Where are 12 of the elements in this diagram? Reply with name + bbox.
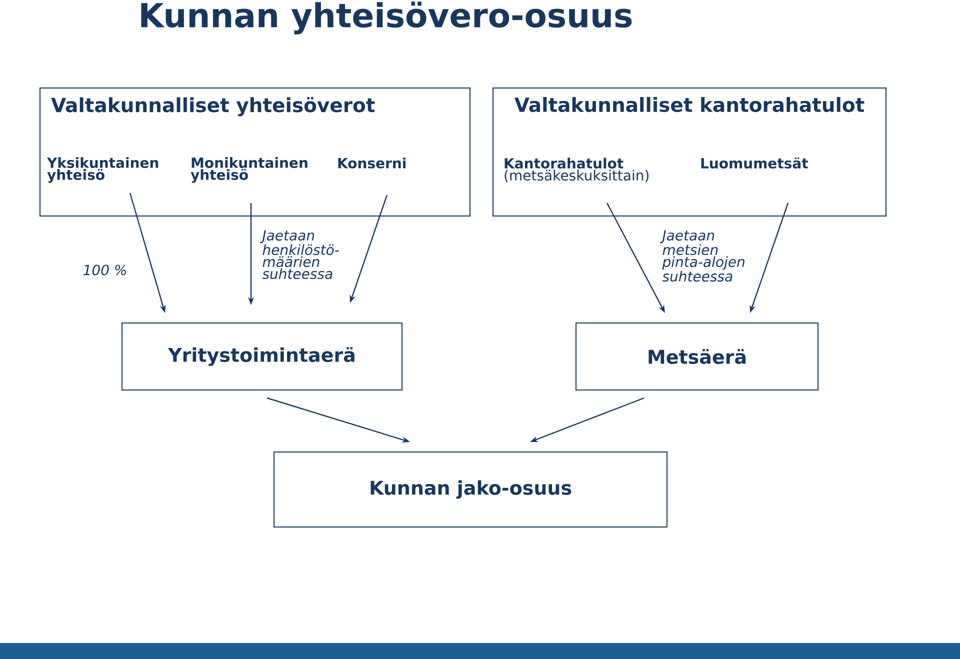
result-box: Kunnan jako-osuus xyxy=(274,452,668,528)
category-label: Yksikuntainen yhteisö xyxy=(46,157,158,183)
title: Kunnan yhteisövero-osuus xyxy=(141,2,632,34)
category-label: Monikuntainen yhteisö xyxy=(190,157,308,183)
category-label: Konserni xyxy=(338,158,406,168)
annotation-text: 100 % xyxy=(83,264,126,276)
category-label: Luomumetsät xyxy=(701,157,808,169)
category-label: Kantorahatulot (metsäkeskuksittain) xyxy=(504,158,649,182)
annotation-text: Jaetaan metsien pinta-alojen suhteessa xyxy=(660,230,744,282)
result-box: Metsäerä xyxy=(576,322,818,390)
result-box: Yritystoimintaerä xyxy=(122,322,402,390)
annotation-text: Jaetaan henkilöstö-määrien suhteessa xyxy=(260,230,339,280)
